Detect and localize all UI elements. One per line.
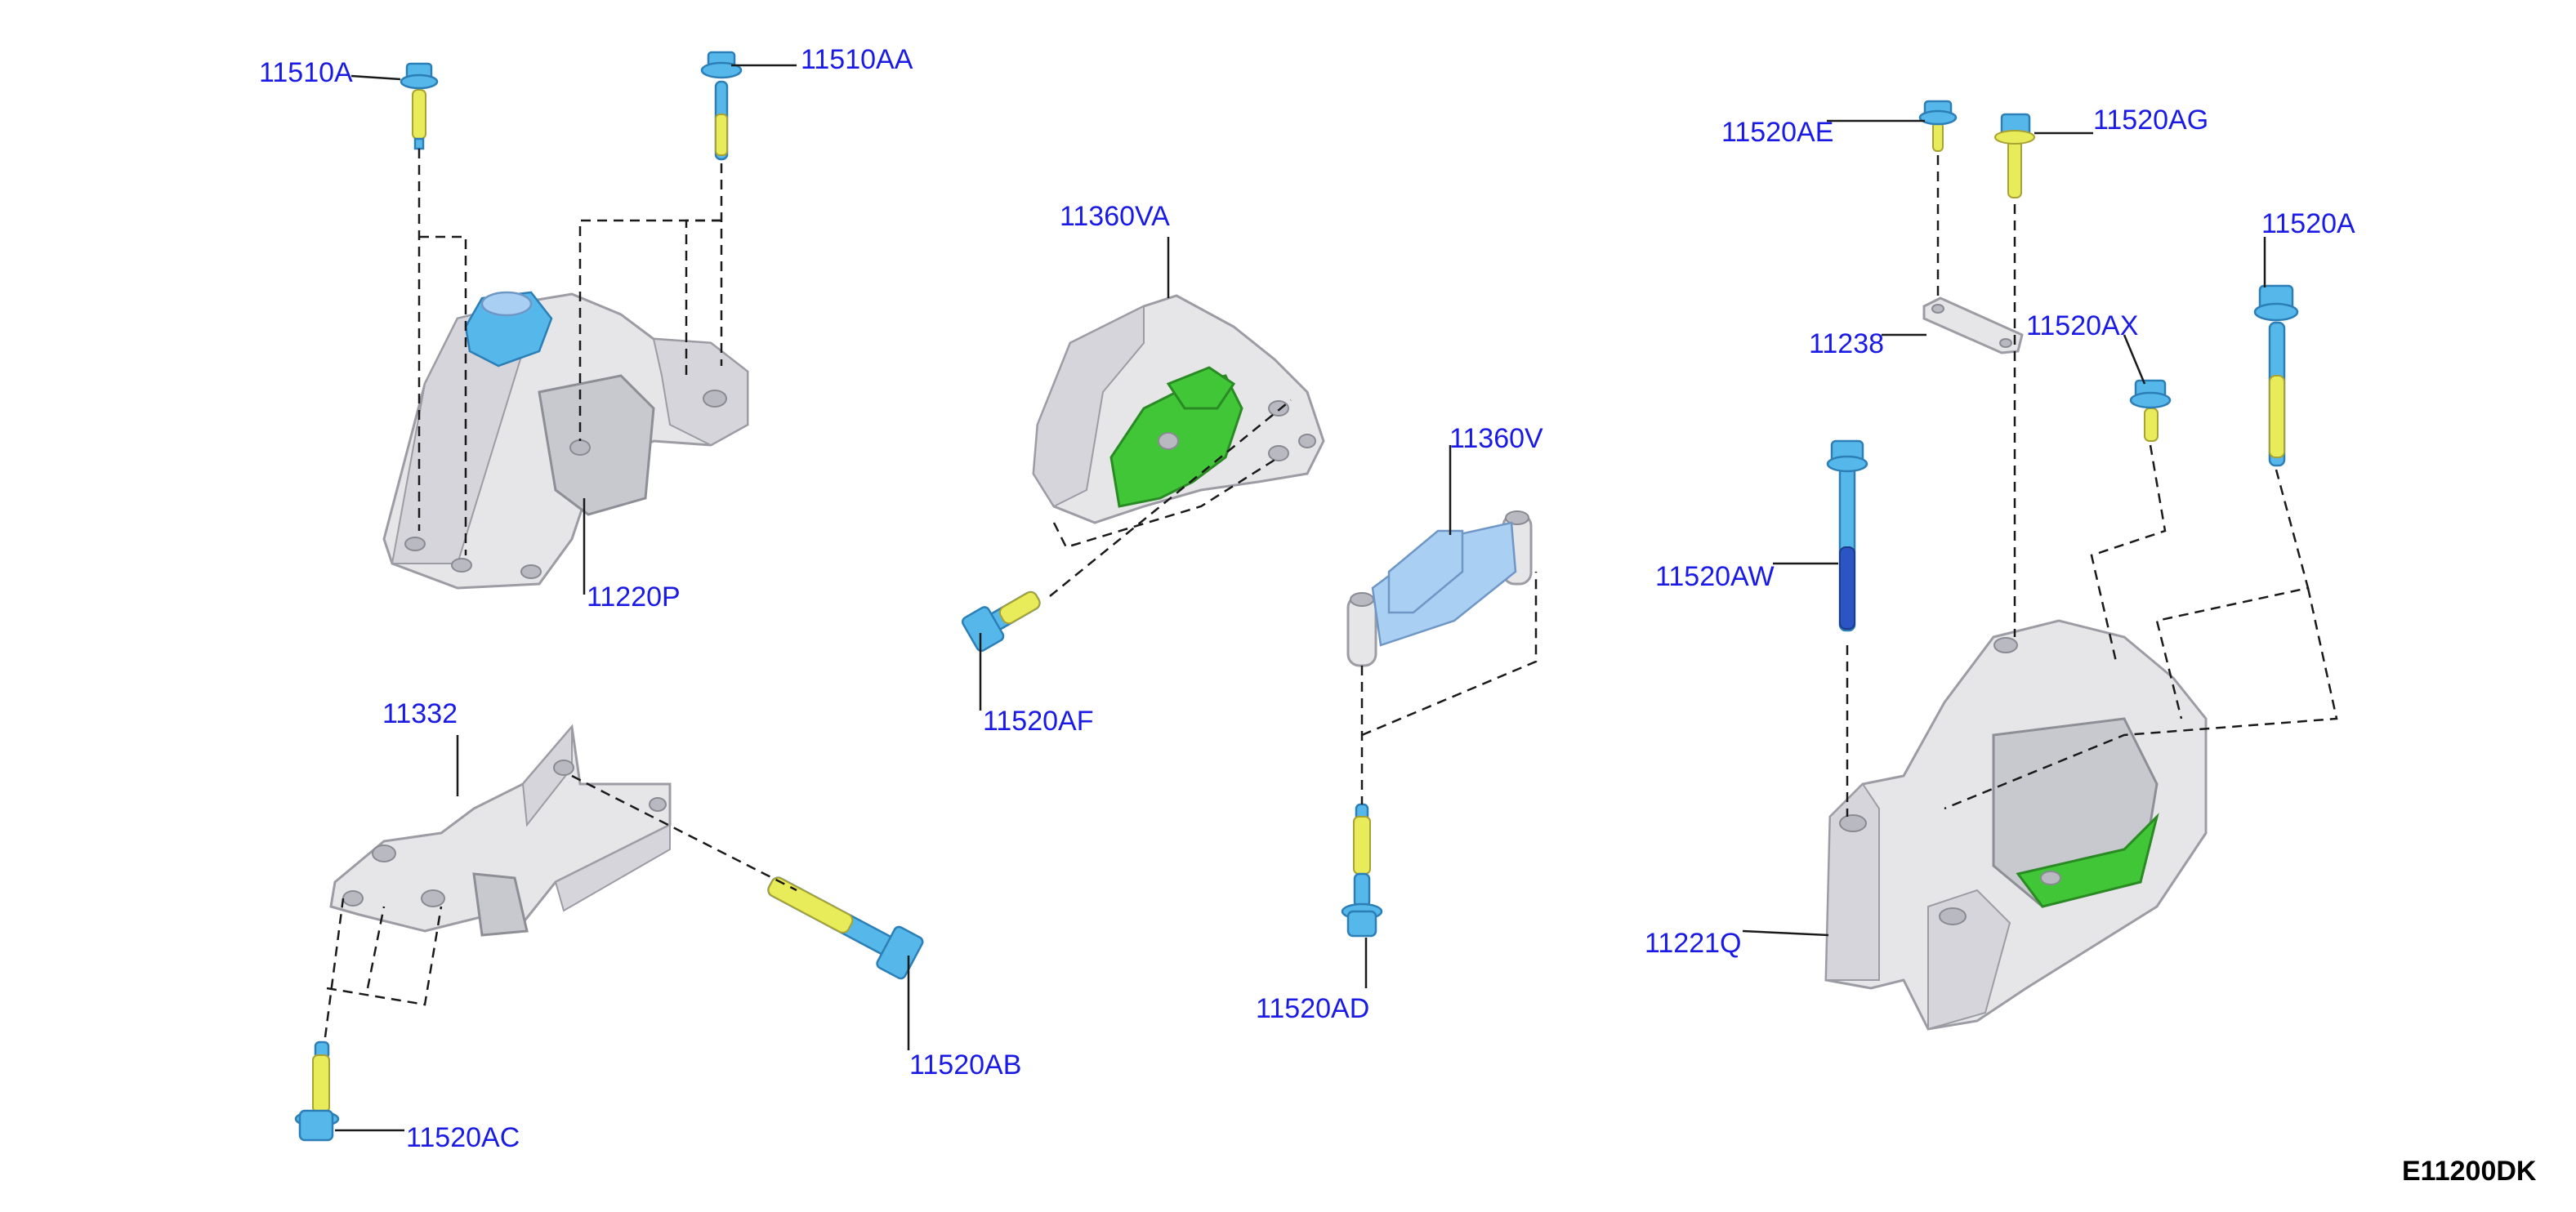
- callout-11221q: 11221Q: [1645, 928, 1741, 959]
- hex-flange-bolt-icon: [700, 51, 743, 161]
- bracket-11220p: [382, 291, 749, 590]
- callout-11520ax: 11520AX: [2026, 310, 2138, 341]
- hex-flange-bolt-icon: [1826, 439, 1868, 632]
- callout-11520ae: 11520AE: [1721, 117, 1833, 148]
- callout-11520ag: 11520AG: [2093, 105, 2208, 136]
- callout-11520aw: 11520AW: [1655, 561, 1775, 592]
- hex-flange-bolt-icon: [767, 876, 924, 980]
- callout-11220p: 11220P: [587, 581, 681, 613]
- callout-11520af: 11520AF: [983, 706, 1093, 737]
- hex-flange-bolt-icon: [400, 62, 439, 150]
- hex-flange-bolt-icon: [1994, 113, 2035, 198]
- hex-flange-bolt-icon: [2129, 379, 2172, 442]
- callout-11520ad: 11520AD: [1256, 993, 1369, 1024]
- callout-11510aa: 11510AA: [801, 44, 913, 75]
- callout-11238: 11238: [1809, 328, 1884, 359]
- callout-labels: 11510A 11510AA 11220P 11332 11520AB 1152…: [259, 44, 2355, 1153]
- hex-flange-bolt-icon: [1341, 803, 1383, 938]
- drawing-id: E11200DK: [2402, 1156, 2537, 1187]
- callout-11520ab: 11520AB: [909, 1049, 1021, 1081]
- callout-11332: 11332: [382, 698, 458, 729]
- leader-lines: [335, 64, 2266, 1132]
- hex-flange-bolt-icon: [961, 590, 1041, 653]
- plate-11238: [1922, 296, 2024, 354]
- callout-11360va: 11360VA: [1060, 201, 1170, 232]
- bracket-11332: [329, 724, 672, 937]
- hex-flange-bolt-icon: [294, 1040, 340, 1142]
- callout-11360v: 11360V: [1449, 423, 1543, 454]
- hex-flange-bolt-icon: [2253, 284, 2299, 467]
- mount-11221q: [1824, 619, 2208, 1031]
- callout-11520ac: 11520AC: [406, 1122, 520, 1153]
- callout-11510a: 11510A: [259, 57, 353, 88]
- callout-11520a: 11520A: [2261, 208, 2355, 239]
- hex-flange-bolt-icon: [1918, 100, 1958, 152]
- insulator-11360v: [1346, 510, 1533, 667]
- insulator-11360va: [1032, 294, 1325, 524]
